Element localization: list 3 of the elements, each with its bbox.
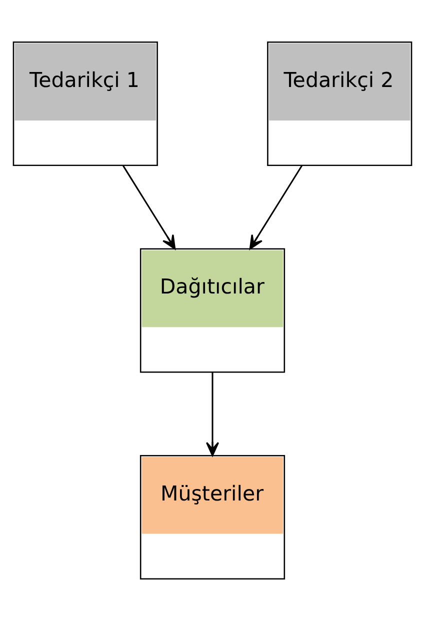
arrow bbox=[206, 372, 220, 456]
arrow bbox=[122, 165, 176, 250]
arrow bbox=[249, 165, 302, 250]
